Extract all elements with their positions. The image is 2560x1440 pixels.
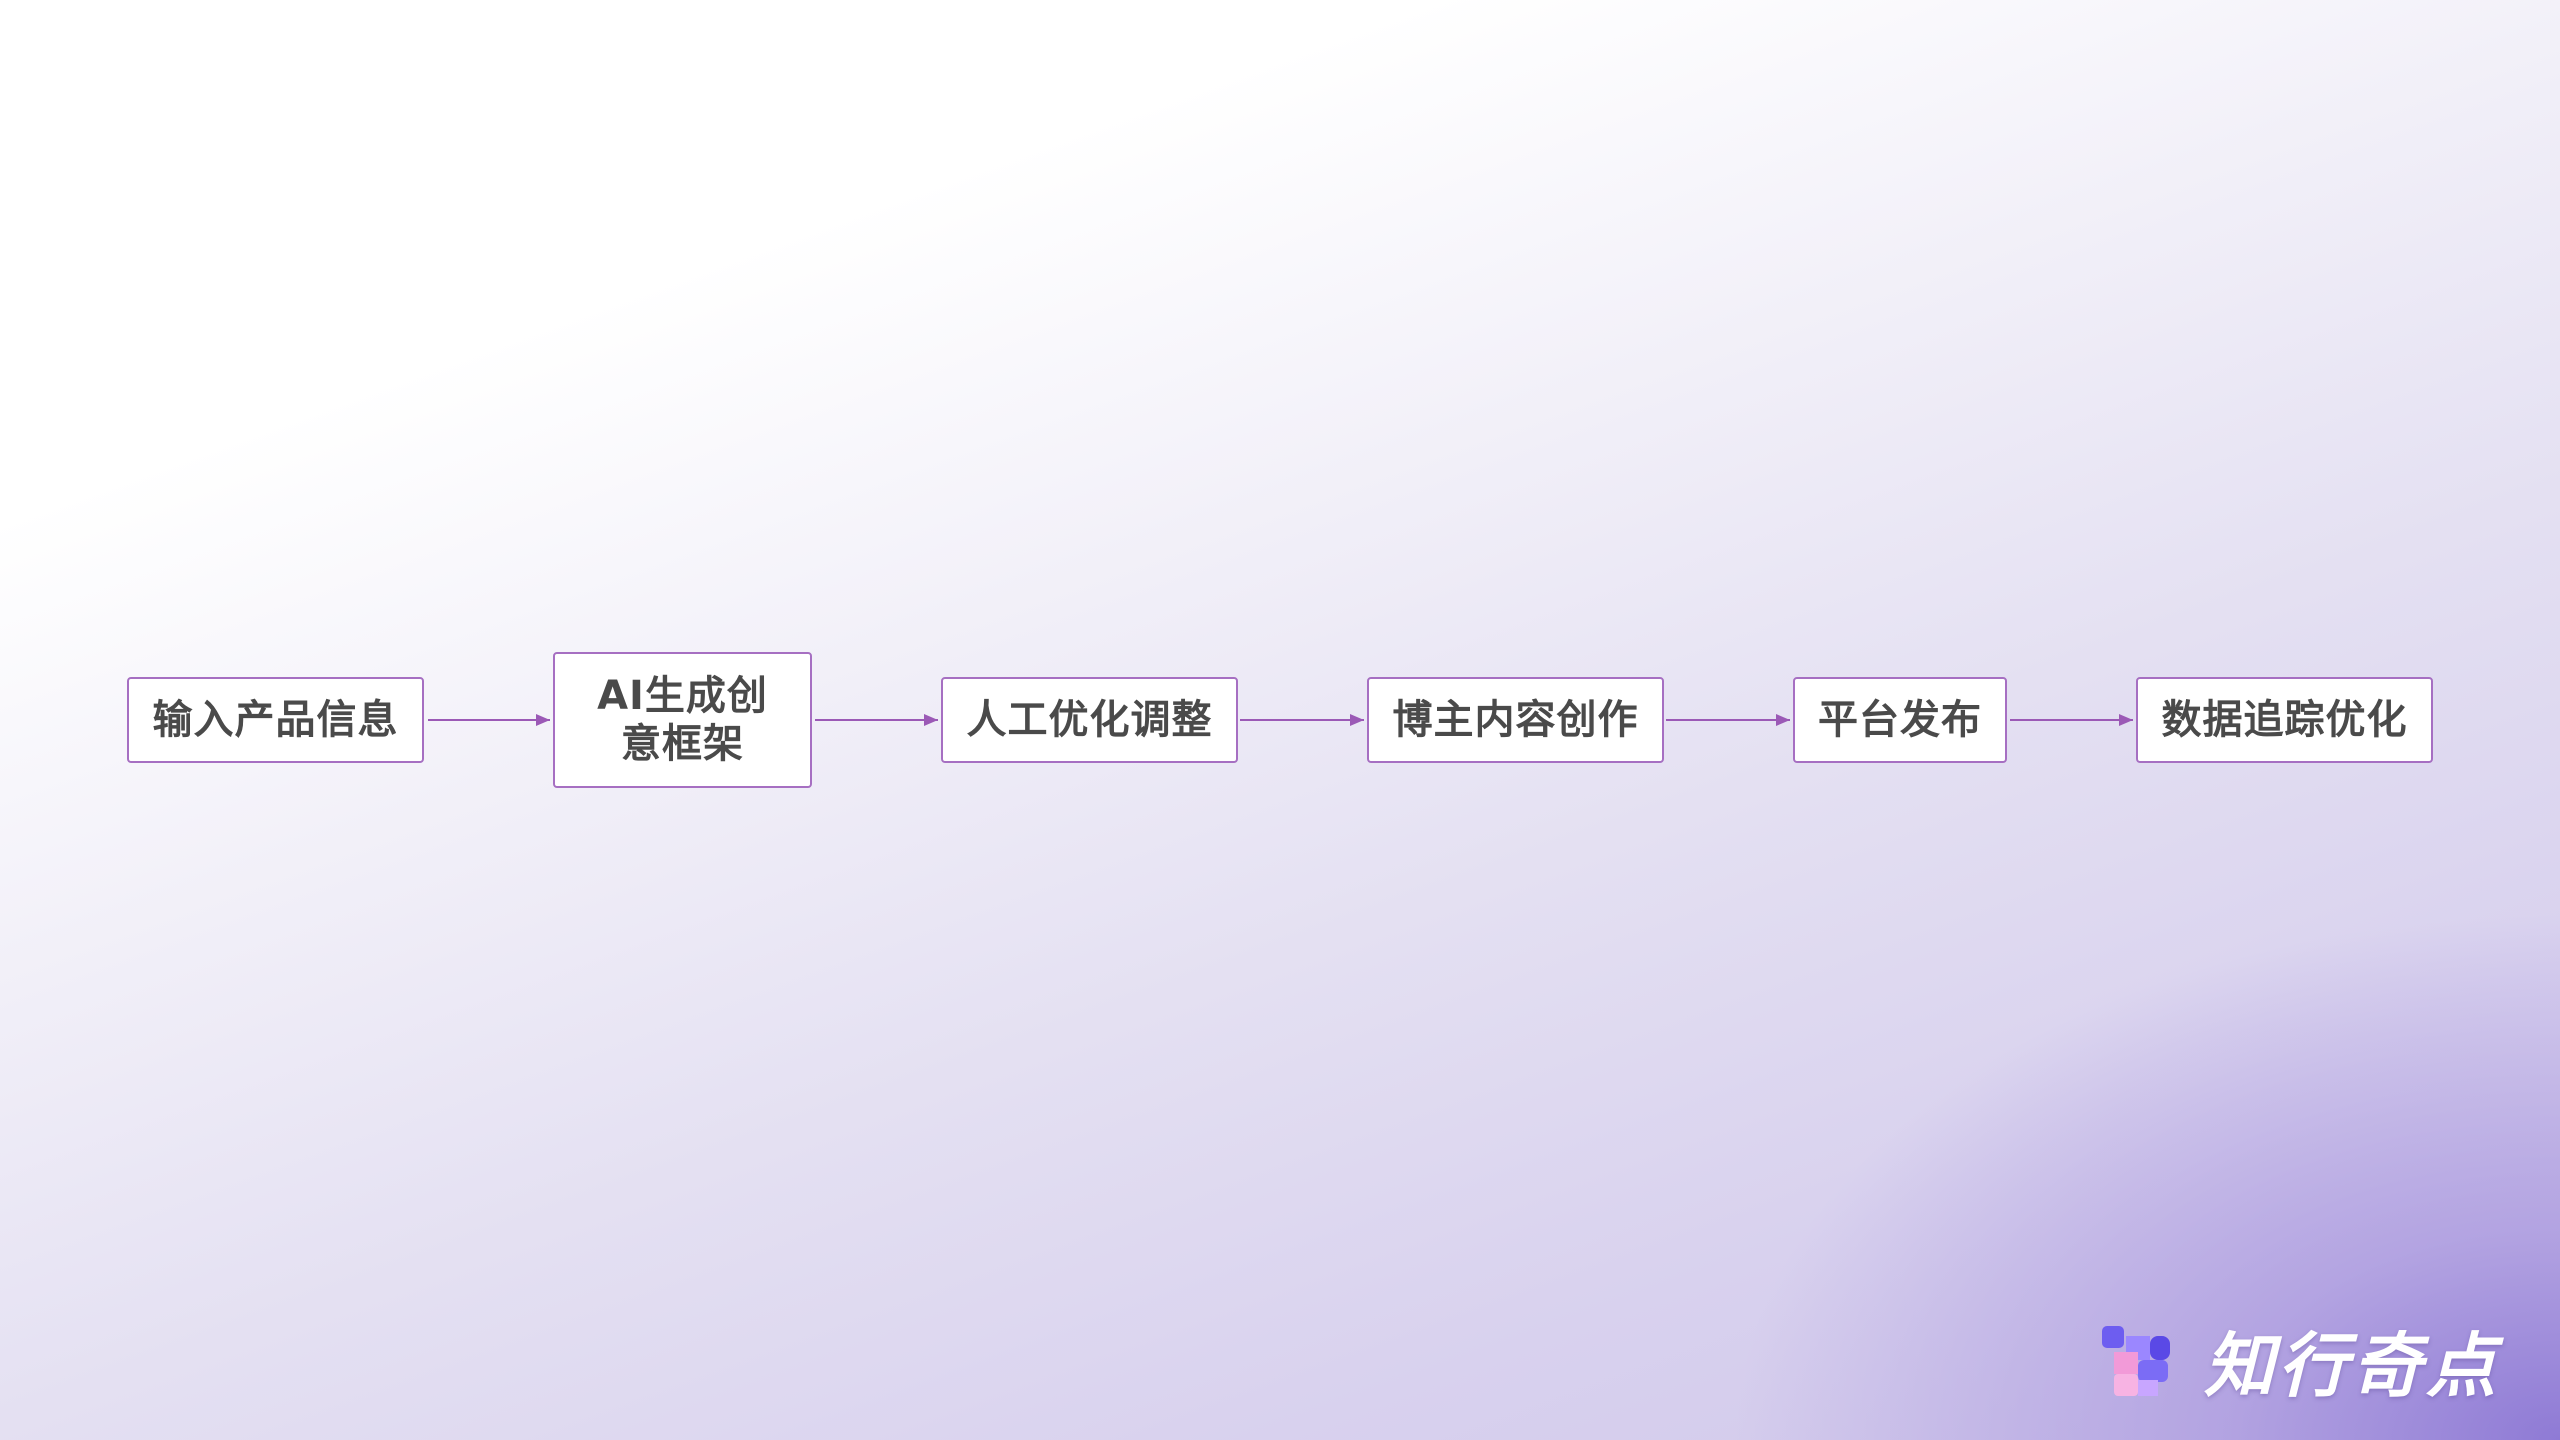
step-ai-framework: AI生成创意框架 [553, 652, 812, 788]
step-data-tracking: 数据追踪优化 [2136, 677, 2433, 763]
brand-logo-icon [2102, 1325, 2170, 1396]
step-platform-publish: 平台发布 [1793, 677, 2007, 763]
brand-name: 知行奇点 [2204, 1325, 2500, 1407]
step-input-product-info: 输入产品信息 [127, 677, 424, 763]
step-manual-optimization: 人工优化调整 [941, 677, 1238, 763]
brand-logo: 知行奇点 [2100, 1310, 2500, 1411]
step-blogger-content: 博主内容创作 [1367, 677, 1664, 763]
